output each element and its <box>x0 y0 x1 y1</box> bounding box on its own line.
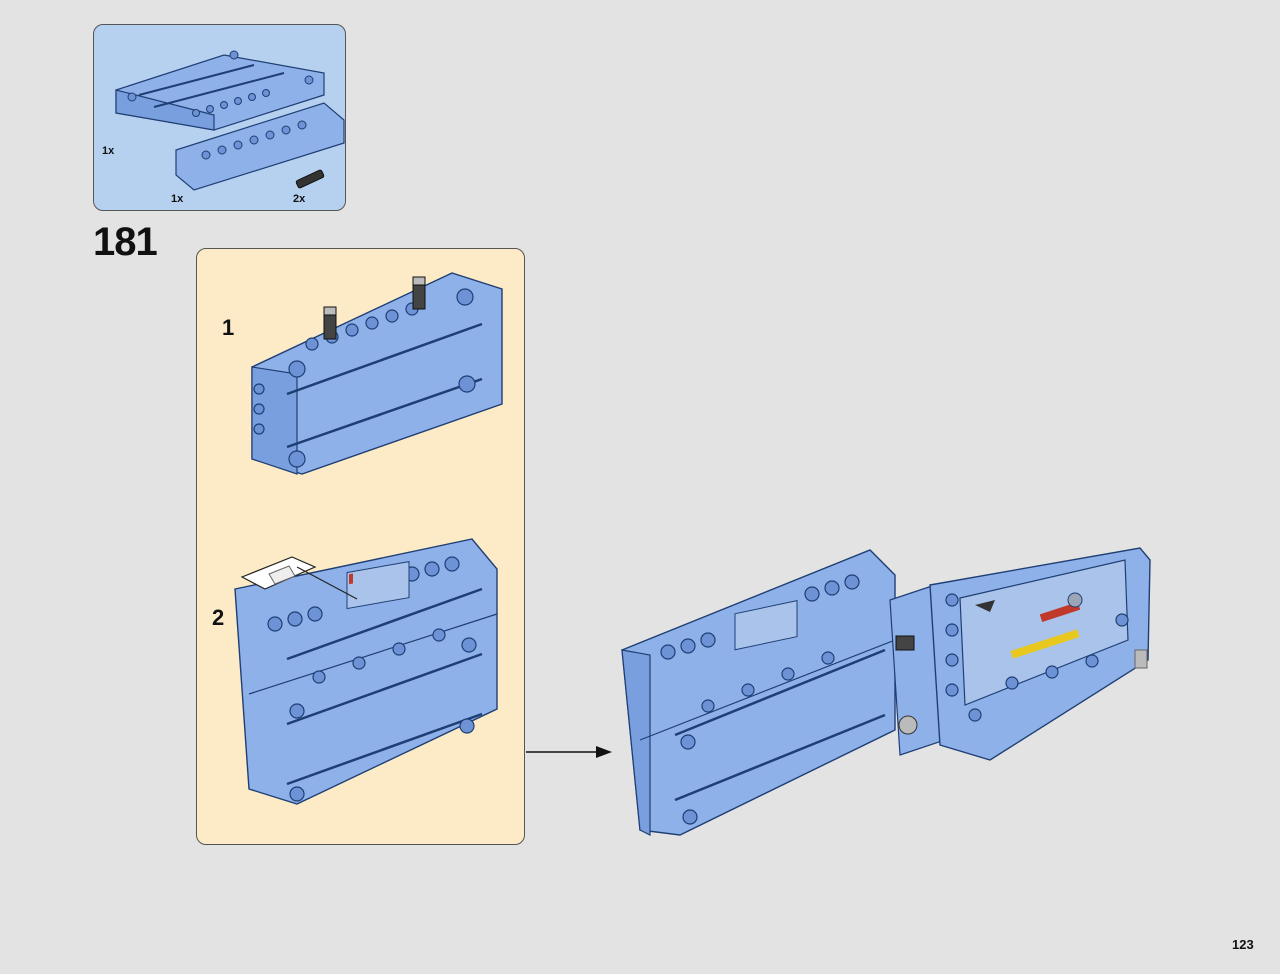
substep-2-assembly <box>234 538 498 805</box>
step-number: 181 <box>93 220 158 264</box>
pin-connector-part <box>295 169 325 189</box>
page-number: 123 <box>1232 937 1254 952</box>
sticker-icon <box>240 556 358 600</box>
substep-1-label: 1 <box>222 315 235 340</box>
pin-icon <box>412 276 426 310</box>
flat-panel-qty: 1x <box>102 145 115 157</box>
pin-connector-qty: 2x <box>293 193 306 205</box>
substep-1-assembly <box>251 272 503 475</box>
pin-icon <box>323 306 337 340</box>
parts-list-panel: 1x 1x 2x <box>93 24 346 211</box>
substeps-panel: 1 2 <box>196 248 525 845</box>
flat-panel-part <box>115 50 325 131</box>
substep-2-label: 2 <box>212 605 225 630</box>
curved-panel-part <box>175 102 345 191</box>
arrow-icon <box>526 746 612 758</box>
curved-panel-qty: 1x <box>171 193 184 205</box>
